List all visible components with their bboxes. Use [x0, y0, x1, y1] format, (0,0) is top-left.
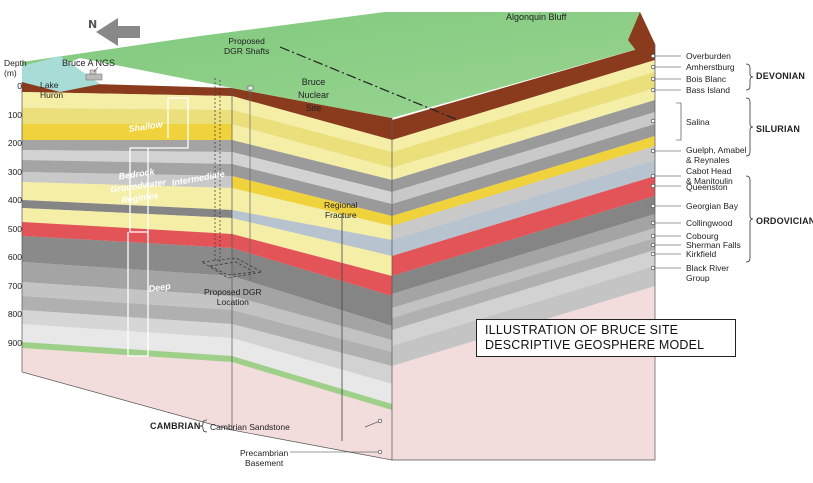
depth-tick: 900 — [7, 338, 22, 348]
regional-fracture-label: Regional Fracture — [324, 200, 358, 220]
algonquin-bluff-label: Algonquin Bluff — [506, 12, 567, 22]
formation-label: Salina — [686, 117, 710, 127]
cambrian-sandstone-label: Cambrian Sandstone — [210, 422, 290, 432]
dgr-location-label: Proposed DGR Location — [204, 287, 262, 307]
formation-label: Amherstburg — [686, 62, 735, 72]
bruce-a-building-icon — [85, 69, 103, 81]
formation-leader-dots — [377, 53, 656, 455]
formation-label: Kirkfield — [686, 249, 717, 259]
formation-label: Georgian Bay — [686, 201, 738, 211]
bruce-a-label: Bruce A NGS — [62, 58, 116, 68]
site-boundary-line — [279, 46, 459, 121]
era-devonian: DEVONIAN — [756, 71, 806, 81]
lake-huron-label: Lake Huron — [40, 80, 64, 100]
precambrian-label: Precambrian Basement — [240, 448, 289, 468]
era-ordovician: ORDOVICIAN — [756, 216, 813, 226]
depth-tick: 300 — [7, 167, 22, 177]
formation-label: Queenston — [686, 182, 728, 192]
diagram-title-line2: DESCRIPTIVE GEOSPHERE MODEL — [485, 338, 705, 352]
formation-label: Sherman Falls — [686, 240, 741, 250]
shafts-label: Proposed DGR Shafts — [224, 36, 270, 56]
formation-leaders — [290, 55, 682, 453]
era-cambrian: CAMBRIAN — [150, 421, 201, 431]
diagram-title-box: ILLUSTRATION OF BRUCE SITE DESCRIPTIVE G… — [476, 319, 736, 357]
north-arrow-icon: N — [88, 18, 140, 46]
diagram-title-line1: ILLUSTRATION OF BRUCE SITE — [485, 323, 679, 337]
dgr-shafts — [214, 78, 254, 280]
era-silurian: SILURIAN — [756, 124, 801, 134]
formation-label: Cabot Head & Manitoulin — [686, 166, 733, 186]
formation-label: Guelph, Amabel & Reynales — [686, 145, 747, 165]
formation-label: Black River Group — [686, 263, 729, 283]
formation-label: Bass Island — [686, 85, 730, 95]
formation-label: Bois Blanc — [686, 74, 727, 84]
right-face-strata — [392, 44, 655, 460]
depth-tick: 200 — [7, 138, 22, 148]
depth-tick: 400 — [7, 195, 22, 205]
depth-tick: 600 — [7, 252, 22, 262]
depth-tick: 0 — [17, 81, 22, 91]
regime-title: Bedrock Groundwater Regimes — [109, 166, 167, 206]
groundwater-regime-boxes — [127, 97, 189, 357]
front-left-face — [22, 82, 232, 430]
block-outline — [21, 44, 656, 461]
front-right-face — [232, 88, 392, 460]
formation-label: Collingwood — [686, 218, 733, 228]
depth-tick: 100 — [7, 110, 22, 120]
dgr-location — [200, 257, 264, 279]
depth-tick: 700 — [7, 281, 22, 291]
era-braces — [199, 63, 754, 433]
formation-label: Overburden — [686, 51, 731, 61]
top-surface — [22, 12, 655, 118]
site-label: Bruce Nuclear Site — [298, 77, 330, 113]
depth-axis-title: Depth (m) — [4, 58, 27, 78]
depth-tick: 500 — [7, 224, 22, 234]
formation-label: Cobourg — [686, 231, 719, 241]
bruce-a-leader — [93, 66, 99, 73]
svg-text:N: N — [88, 18, 97, 31]
depth-tick: 800 — [7, 309, 22, 319]
